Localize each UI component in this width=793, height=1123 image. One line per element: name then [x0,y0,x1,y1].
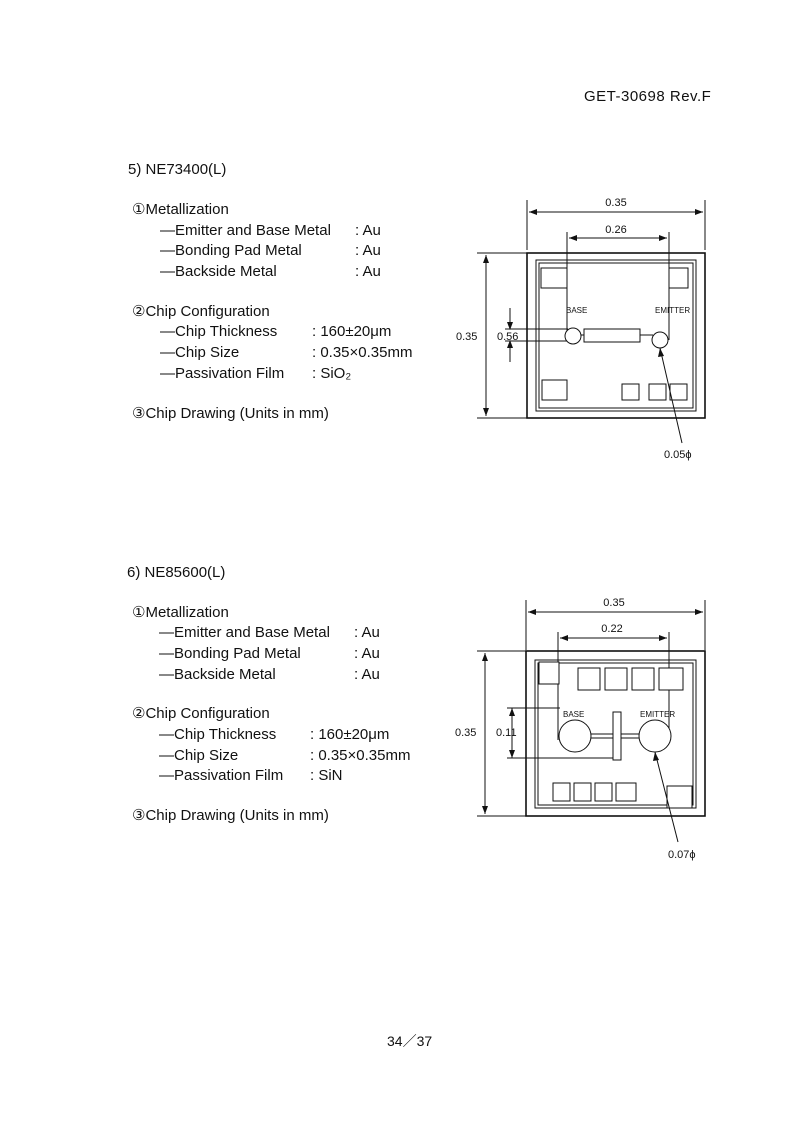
section-title: 6) NE85600(L) [127,564,226,581]
spec-value: : SiO₂ [312,365,352,382]
spec-label: —Emitter and Base Metal [159,624,330,641]
transistor-finger [612,711,622,761]
spec-label: —Passivation Film [159,767,284,784]
dim-pitch-label: 0.56 [497,331,518,343]
emitter-pad [651,331,669,349]
chip-outline [525,650,706,817]
bonding-pad [577,667,601,691]
chip-drawing-ne73400: 0.35 0.26 0.35 0.56 BASE EMITTER 0.05ϕ [456,197,706,461]
spec-value: : Au [355,222,381,239]
bonding-pad [669,383,688,401]
bonding-pad [648,383,667,401]
spec-value: : Au [355,242,381,259]
dim-height-label: 0.35 [456,331,477,343]
bonding-pad [604,667,628,691]
chip-inner-border [534,659,697,809]
bonding-pad [621,383,640,401]
spec-label: —Backside Metal [160,263,277,280]
spec-value: : 0.35×0.35mm [310,747,411,764]
arrowhead-icon [507,322,513,348]
page-number: 34／37 [387,1033,433,1049]
spec-value: : 0.35×0.35mm [312,344,413,361]
dim-width-label: 0.35 [603,597,624,609]
dim-height-label: 0.35 [455,727,476,739]
spec-value: : Au [354,624,380,641]
base-pad [564,327,582,345]
bonding-pad [540,267,568,289]
chip-drawing-ne85600: 0.35 0.22 0.35 0.11 BASE EMITTER 0.07ϕ [455,597,706,861]
bonding-pad [631,667,655,691]
chip-inner-border [535,259,697,412]
emitter-label: EMITTER [640,710,675,719]
leader-line [654,751,679,843]
section-title: 5) NE73400(L) [128,161,227,178]
emitter-pad [638,719,672,753]
drawing-heading: ③Chip Drawing (Units in mm) [132,807,329,824]
transistor-finger [583,328,641,343]
base-label: BASE [566,306,587,315]
spec-label: —Chip Size [160,344,240,361]
arrowhead-icon [653,752,659,761]
spec-value: : SiN [310,767,343,784]
bonding-pad [666,785,693,809]
bonding-pad [668,267,689,289]
spec-label: —Chip Thickness [159,726,277,743]
spec-label: —Bonding Pad Metal [160,242,302,259]
bonding-pad [594,782,613,802]
arrowhead-icon [658,348,664,357]
bonding-pad [615,782,637,802]
emitter-label: EMITTER [655,306,690,315]
leader-line [659,347,683,444]
configuration-heading: ②Chip Configuration [132,705,270,722]
dim-diameter-label: 0.05ϕ [664,449,692,461]
base-label: BASE [563,710,584,719]
spec-label: —Chip Thickness [160,323,278,340]
chip-inner-border [537,662,694,806]
chip-inner-border [538,262,694,409]
metallization-heading: ①Metallization [132,604,229,621]
bonding-pad [573,782,592,802]
document-id: GET-30698 Rev.F [584,88,712,105]
spec-value: : Au [354,645,380,662]
metallization-heading: ①Metallization [132,201,229,218]
spec-value: : 160±20μm [310,726,390,743]
spec-label: —Emitter and Base Metal [160,222,331,239]
bonding-pad [658,667,684,691]
drawing-heading: ③Chip Drawing (Units in mm) [132,405,329,422]
configuration-heading: ②Chip Configuration [132,303,270,320]
dim-diameter-label: 0.07ϕ [668,849,696,861]
dim-pitch-label: 0.11 [496,727,517,739]
spec-label: —Bonding Pad Metal [159,645,301,662]
base-pad [558,719,592,753]
bonding-pad [541,379,568,401]
spec-value: : Au [355,263,381,280]
chip-outline [526,252,706,419]
spec-label: —Backside Metal [159,666,276,683]
bonding-pad [552,782,571,802]
dim-width-label: 0.35 [605,197,626,209]
spec-label: —Chip Size [159,747,239,764]
dim-inner-label: 0.22 [601,623,622,635]
bonding-pad [538,661,560,685]
dim-inner-label: 0.26 [605,224,626,236]
spec-value: : Au [354,666,380,683]
spec-label: —Passivation Film [160,365,285,382]
spec-value: : 160±20μm [312,323,392,340]
